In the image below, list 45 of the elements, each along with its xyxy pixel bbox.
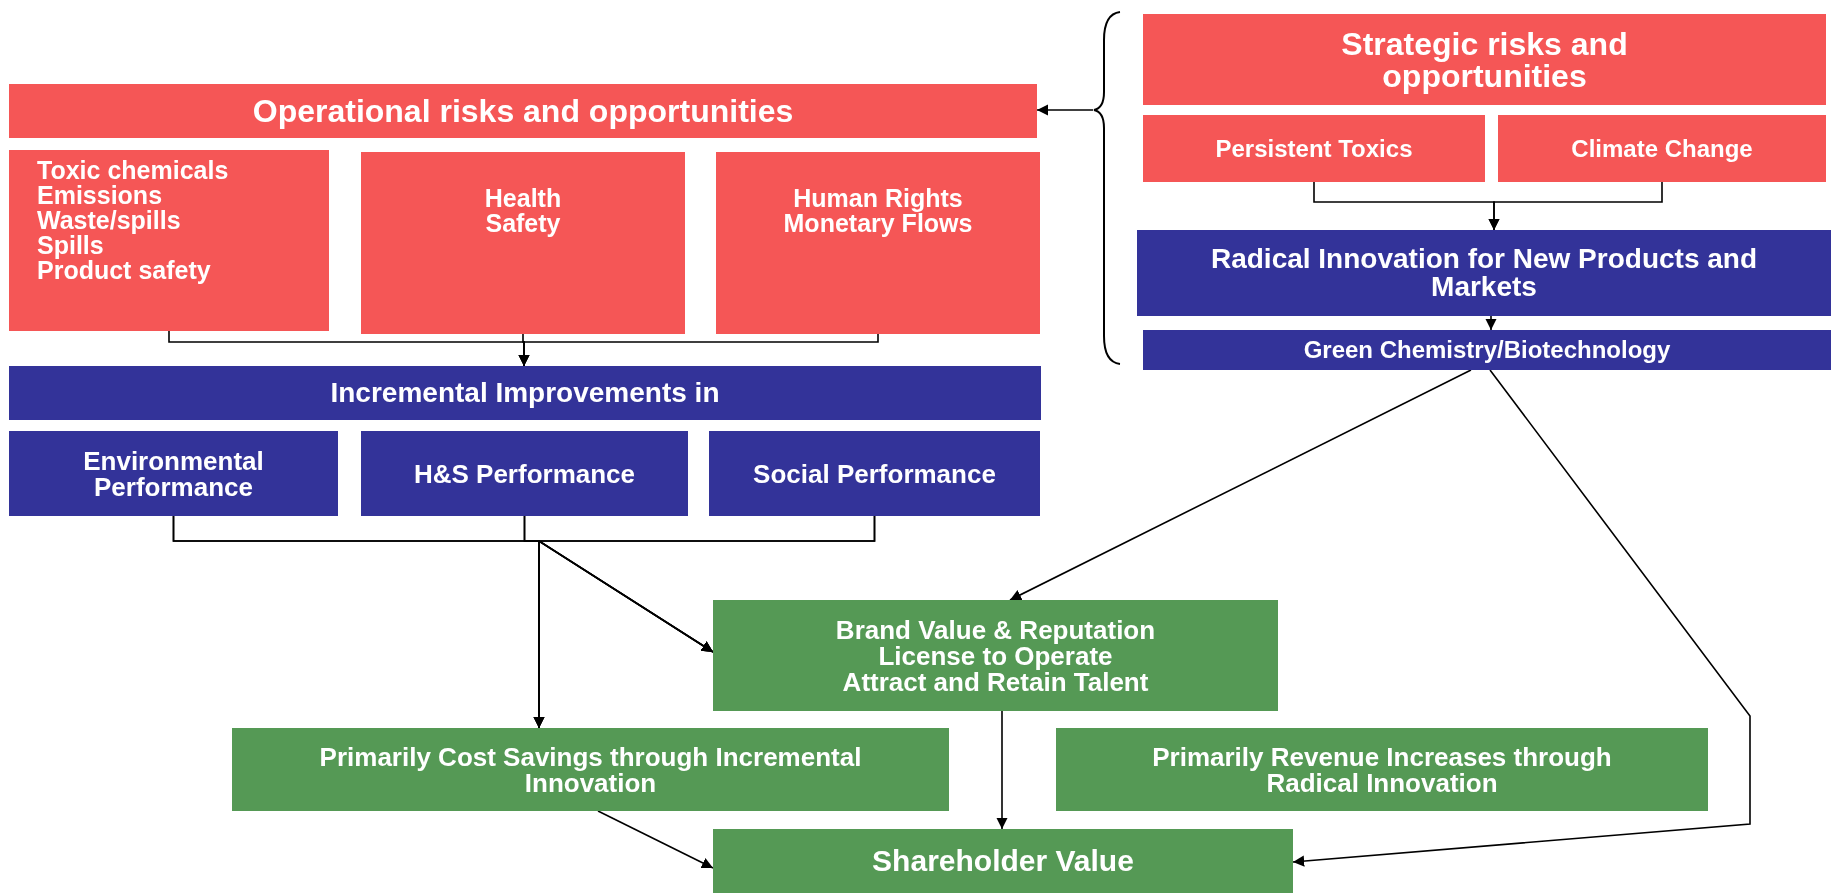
arrow bbox=[1036, 104, 1094, 116]
risk-box bbox=[716, 152, 1040, 334]
arrow bbox=[1292, 369, 1751, 867]
risk-box bbox=[9, 150, 329, 331]
improvement-box bbox=[1143, 330, 1831, 370]
box-text: Climate Change bbox=[1571, 136, 1753, 161]
box-text: H&S Performance bbox=[413, 460, 636, 487]
risk-box bbox=[1498, 115, 1826, 182]
arrow bbox=[1009, 369, 1472, 601]
improvement-box bbox=[709, 431, 1040, 516]
outcome-box bbox=[232, 728, 949, 811]
outcome-box bbox=[713, 600, 1278, 711]
outcome-box bbox=[713, 829, 1293, 893]
box-text: Monetary Flows bbox=[783, 211, 973, 236]
box-text: Health bbox=[484, 186, 562, 211]
box-text: Green Chemistry/Biotechnology bbox=[1303, 338, 1671, 362]
arrow bbox=[1485, 315, 1497, 331]
box-text: Primarily Cost Savings through Incremental Innovation bbox=[318, 743, 863, 796]
improvement-box bbox=[9, 366, 1041, 420]
box-text: Product safety bbox=[37, 258, 211, 283]
box-text: Incremental Improvements in bbox=[330, 379, 720, 407]
arrow bbox=[996, 710, 1008, 830]
box-text: Primarily Revenue Increases through Radical Innovation bbox=[1151, 743, 1613, 796]
risk-box bbox=[1143, 14, 1826, 105]
arrow bbox=[1488, 181, 1663, 231]
arrow bbox=[597, 810, 714, 869]
improvement-box bbox=[361, 431, 688, 516]
box-text: Radical Innovation for New Products and Markets bbox=[1209, 245, 1759, 301]
box-text: Safety bbox=[485, 211, 561, 236]
improvement-box bbox=[9, 431, 338, 516]
box-text: Toxic chemicals bbox=[37, 158, 229, 183]
box-text: Operational risks and opportunities bbox=[252, 95, 794, 127]
box-text: Social Performance bbox=[753, 460, 996, 487]
box-text: Emissions bbox=[37, 183, 163, 208]
risk-box bbox=[361, 152, 685, 334]
improvement-box bbox=[1137, 230, 1831, 316]
risk-box bbox=[1143, 115, 1485, 182]
box-text: Environmental Performance bbox=[82, 447, 265, 500]
risk-box bbox=[9, 84, 1037, 138]
outcome-box bbox=[1056, 728, 1708, 811]
box-text: Shareholder Value bbox=[872, 846, 1134, 876]
arrow bbox=[518, 333, 879, 367]
box-text: Strategic risks and opportunities bbox=[1340, 27, 1629, 92]
box-text: Brand Value & Reputation bbox=[835, 616, 1156, 643]
box-text: Persistent Toxics bbox=[1215, 136, 1413, 161]
